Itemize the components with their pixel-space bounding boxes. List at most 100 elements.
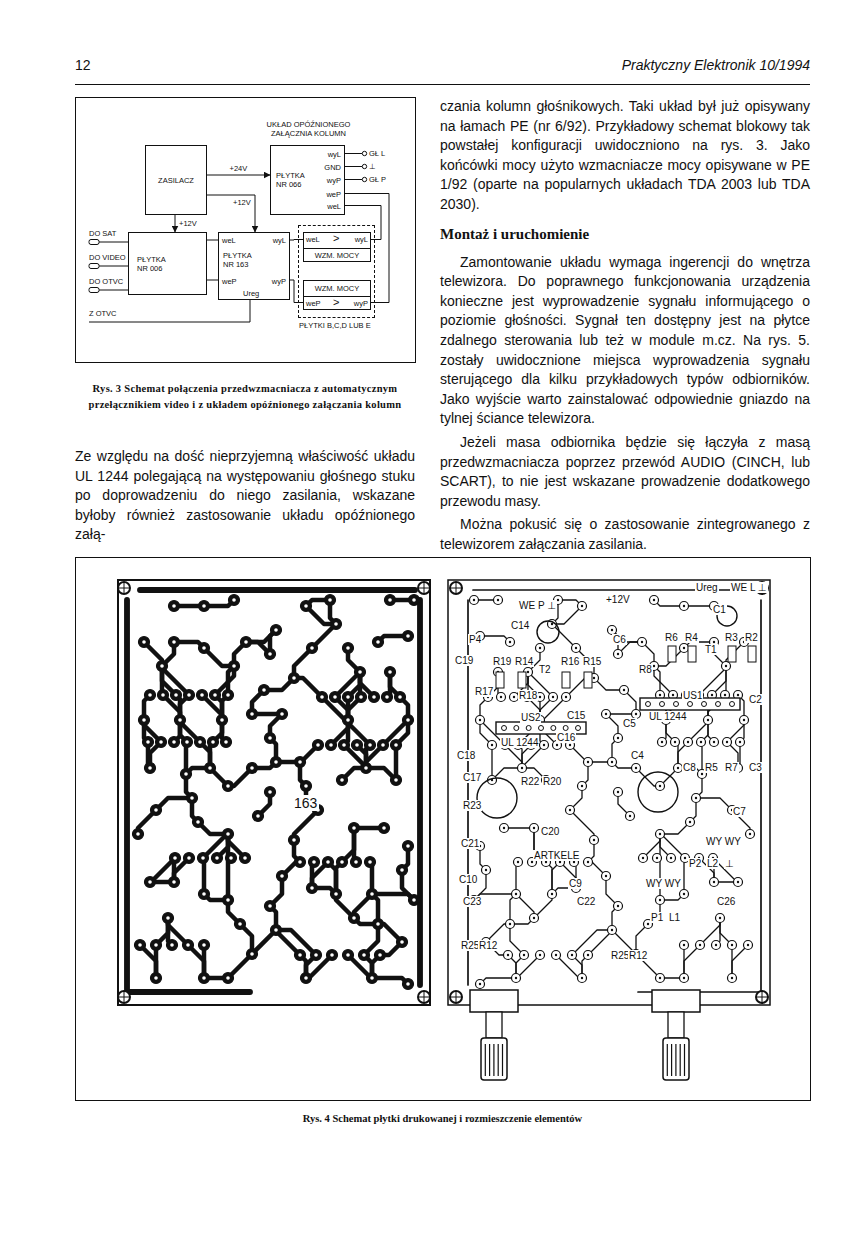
solder-pad xyxy=(157,661,168,672)
signal-label: DO VIDEO xyxy=(89,253,126,263)
solder-pad xyxy=(229,595,240,606)
solder-pad xyxy=(271,925,282,936)
solder-pad xyxy=(343,950,354,961)
solder-pad xyxy=(656,974,665,983)
drill-hole xyxy=(656,857,658,859)
body-paragraph: czania kolumn głośnikowych. Taki układ b… xyxy=(440,97,810,215)
drill-hole xyxy=(232,598,236,602)
knob-ridge xyxy=(502,1044,503,1076)
drill-hole xyxy=(581,977,583,979)
component-label: R12 xyxy=(478,940,498,951)
solder-pad xyxy=(697,738,706,747)
drill-hole xyxy=(659,785,661,787)
edge-label: +12V xyxy=(179,219,197,228)
component-label: R5 xyxy=(704,762,719,773)
solder-pad xyxy=(223,781,234,792)
ic-pin xyxy=(576,726,581,731)
solder-pad xyxy=(744,941,753,950)
component-label: UL 1244 xyxy=(648,711,687,722)
drill-hole xyxy=(154,976,158,980)
drill-hole xyxy=(310,646,314,650)
solder-pad xyxy=(210,690,221,701)
solder-pad xyxy=(568,951,577,960)
drill-hole xyxy=(479,719,481,721)
drill-hole xyxy=(617,653,619,655)
component-label: ⊥ xyxy=(724,858,735,869)
drill-hole xyxy=(268,736,272,740)
solder-pad xyxy=(728,974,737,983)
solder-pad xyxy=(307,883,318,894)
solder-pad xyxy=(295,950,306,961)
potentiometer-body xyxy=(652,990,700,1012)
drill-hole xyxy=(202,604,206,608)
solder-pad xyxy=(151,940,162,951)
drill-hole xyxy=(256,814,260,818)
drill-hole xyxy=(274,928,278,932)
solder-pad xyxy=(494,596,503,605)
drill-hole xyxy=(507,954,509,956)
drill-hole xyxy=(593,677,595,679)
component-label: P2 xyxy=(688,858,702,869)
solder-pad xyxy=(217,715,228,726)
drill-hole xyxy=(725,665,727,667)
drill-hole xyxy=(172,740,176,744)
solder-pad xyxy=(223,973,234,984)
solder-pad xyxy=(313,740,324,751)
ic-pin xyxy=(646,702,651,707)
preamp-board-box: PŁYTKA NR 163weLwyLwePwyPUreg xyxy=(218,232,290,300)
drill-hole xyxy=(571,954,573,956)
component-label: WE L ⊥ xyxy=(730,582,768,593)
component-label: C4 xyxy=(630,750,645,761)
drill-hole xyxy=(724,694,726,696)
solder-pad xyxy=(626,812,635,821)
copper-track xyxy=(572,930,612,955)
terminal-dot xyxy=(362,177,366,181)
solder-pad xyxy=(723,738,732,747)
copper-track xyxy=(684,945,700,978)
component-label: R18 xyxy=(518,690,538,701)
drill-hole xyxy=(581,605,583,607)
drill-hole xyxy=(699,944,701,946)
drill-hole xyxy=(683,605,685,607)
drill-hole xyxy=(726,741,728,743)
knob-ridge xyxy=(498,1044,499,1076)
potentiometer-body xyxy=(470,990,518,1012)
drill-hole xyxy=(587,761,589,763)
switch-board-box: PŁYTKA NR 006 xyxy=(128,232,207,295)
drill-hole xyxy=(329,743,333,747)
drill-hole xyxy=(159,740,163,744)
ic-pin xyxy=(551,726,556,731)
drill-hole xyxy=(527,671,529,673)
copper-track xyxy=(570,810,594,840)
solder-pad xyxy=(632,764,641,773)
drill-hole xyxy=(701,773,703,775)
drill-hole xyxy=(509,641,511,643)
signal-label: DO OTVC xyxy=(89,277,123,287)
drill-hole xyxy=(172,604,176,608)
solder-pad xyxy=(590,836,599,845)
corner-mark xyxy=(124,582,125,594)
input-wire xyxy=(99,266,128,267)
drill-hole xyxy=(713,741,715,743)
solder-pad xyxy=(199,973,210,984)
component-label: +12V xyxy=(605,594,631,605)
header-rule xyxy=(75,84,810,85)
drill-hole xyxy=(185,740,189,744)
solder-pad xyxy=(506,920,515,929)
component-label: R14 xyxy=(514,656,534,667)
figure-caption: Rys. 3 Schemat połączenia przedwzmacniac… xyxy=(75,381,415,413)
drill-hole xyxy=(605,713,607,715)
drill-hole xyxy=(565,696,567,698)
drill-hole xyxy=(539,954,541,956)
signal-label: DO SAT xyxy=(89,229,116,239)
solder-pad xyxy=(317,692,328,703)
drill-hole xyxy=(556,744,558,746)
drill-hole xyxy=(224,740,228,744)
solder-pad xyxy=(552,951,561,960)
resistor-outline xyxy=(584,672,592,688)
drill-hole xyxy=(575,647,577,649)
drill-hole xyxy=(642,857,644,859)
ic-pin xyxy=(514,726,519,731)
node-label: UKŁAD OPÓŹNIONEGO ZAŁĄCZNIA KOLUMN xyxy=(261,120,356,138)
capacitor-outline xyxy=(477,778,517,818)
